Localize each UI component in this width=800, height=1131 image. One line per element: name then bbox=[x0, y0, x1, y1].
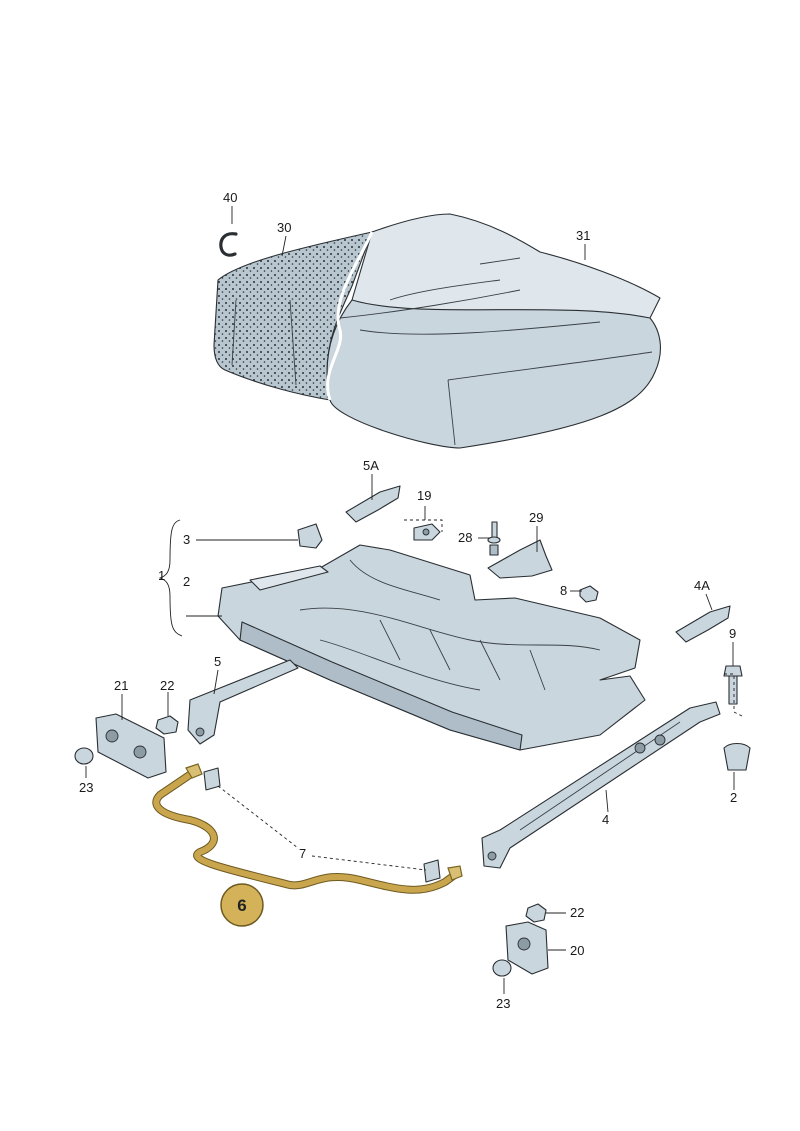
callout-22-upper: 22 bbox=[160, 678, 174, 693]
nut-22-upper bbox=[155, 715, 179, 735]
seat-cushion bbox=[213, 213, 661, 449]
callout-40: 40 bbox=[223, 190, 237, 205]
washer-7-right bbox=[423, 859, 441, 883]
callout-5A: 5A bbox=[363, 458, 379, 473]
callout-6: 6 bbox=[237, 896, 246, 915]
wire-harness-6 bbox=[152, 763, 463, 894]
cap-2 bbox=[723, 742, 751, 771]
push-clip-19 bbox=[413, 523, 441, 541]
cap-23-lower bbox=[492, 959, 512, 977]
callout-2-lower: 2 bbox=[730, 790, 737, 805]
seat-pan bbox=[217, 544, 646, 751]
callout-23-upper: 23 bbox=[79, 780, 93, 795]
callout-3: 3 bbox=[183, 532, 190, 547]
callout-8: 8 bbox=[560, 583, 567, 598]
bracket-5A bbox=[345, 485, 401, 523]
callout-22-lower: 22 bbox=[570, 905, 584, 920]
bracket-29 bbox=[487, 539, 553, 579]
callout-4: 4 bbox=[602, 812, 609, 827]
highlight-circle-icon: 6 bbox=[220, 883, 264, 927]
guide-20 bbox=[505, 921, 549, 975]
nut-22-lower bbox=[525, 903, 547, 923]
callout-7: 7 bbox=[299, 846, 306, 861]
callout-30: 30 bbox=[277, 220, 291, 235]
clip-nut-3 bbox=[297, 523, 323, 549]
rail-5 bbox=[187, 659, 299, 745]
washer-7-left bbox=[203, 767, 221, 791]
callout-2-upper: 2 bbox=[183, 574, 190, 589]
callout-19: 19 bbox=[417, 488, 431, 503]
nut-8 bbox=[579, 585, 599, 603]
callout-20: 20 bbox=[570, 943, 584, 958]
guide-21 bbox=[95, 713, 167, 779]
callout-5: 5 bbox=[214, 654, 221, 669]
bolt-9 bbox=[723, 665, 743, 705]
bracket-4A bbox=[675, 605, 731, 643]
callout-4A: 4A bbox=[694, 578, 710, 593]
callout-23-lower: 23 bbox=[496, 996, 510, 1011]
callout-9: 9 bbox=[729, 626, 736, 641]
callout-28: 28 bbox=[458, 530, 472, 545]
rivet-28 bbox=[487, 521, 501, 556]
callout-31: 31 bbox=[576, 228, 590, 243]
c-clip-icon bbox=[219, 232, 238, 257]
callout-29: 29 bbox=[529, 510, 543, 525]
cap-23-upper bbox=[74, 747, 94, 765]
callout-1: 1 bbox=[158, 568, 165, 583]
callout-21: 21 bbox=[114, 678, 128, 693]
